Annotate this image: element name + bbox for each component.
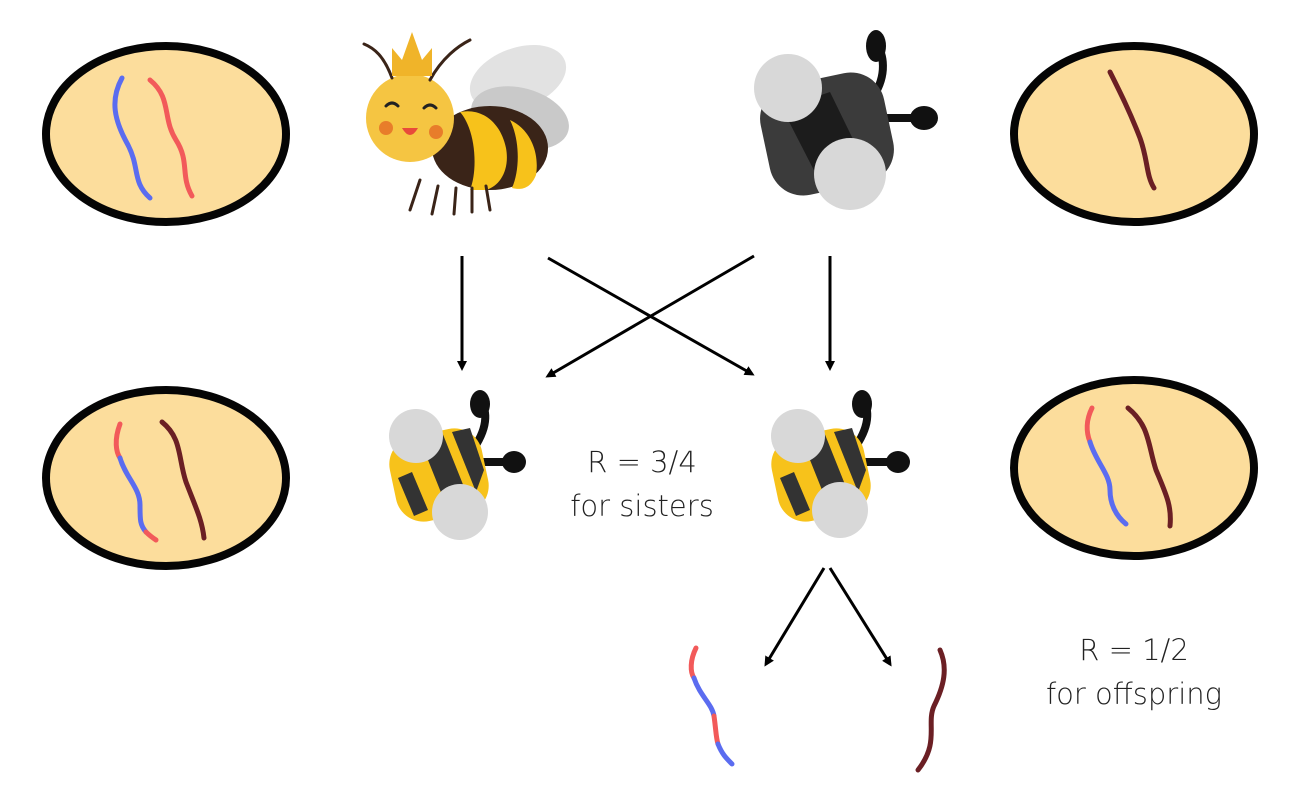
queen-cell <box>42 42 290 226</box>
worker-bee-icon <box>771 390 910 538</box>
recombined-chromosome-right <box>1084 405 1095 445</box>
arrow-worker-to-offspring-left <box>764 567 826 667</box>
relatedness-offspring-value: R = 1/2 <box>1079 633 1189 667</box>
queen-chromosome-blue <box>112 75 153 201</box>
drone-bee-icon <box>754 30 938 210</box>
worker-cell-left <box>42 386 290 570</box>
queen-chromosome-red <box>147 77 195 199</box>
paternal-chromosome-left <box>159 419 207 541</box>
relatedness-sisters-caption: for sisters <box>570 489 714 523</box>
paternal-chromosome-right <box>1125 405 1173 529</box>
relatedness-offspring-caption: for offspring <box>1045 677 1223 711</box>
arrow-drone-to-left-worker <box>545 254 755 378</box>
arrow-worker-to-offspring-right <box>828 567 892 667</box>
inheritance-arrows <box>457 254 892 667</box>
relatedness-offspring-label: R = 1/2 for offspring <box>1014 628 1254 716</box>
offspring-chromosome-recombined <box>688 645 735 767</box>
offspring-chromosome-paternal <box>915 647 947 773</box>
relatedness-sisters-value: R = 3/4 <box>587 445 697 479</box>
worker-cell-right <box>1010 376 1258 560</box>
queen-bee-icon <box>362 32 569 216</box>
drone-cell <box>1010 42 1258 226</box>
drone-chromosome-dark <box>1107 69 1157 191</box>
worker-bee-icon <box>389 390 526 540</box>
relatedness-sisters-label: R = 3/4 for sisters <box>522 440 762 528</box>
